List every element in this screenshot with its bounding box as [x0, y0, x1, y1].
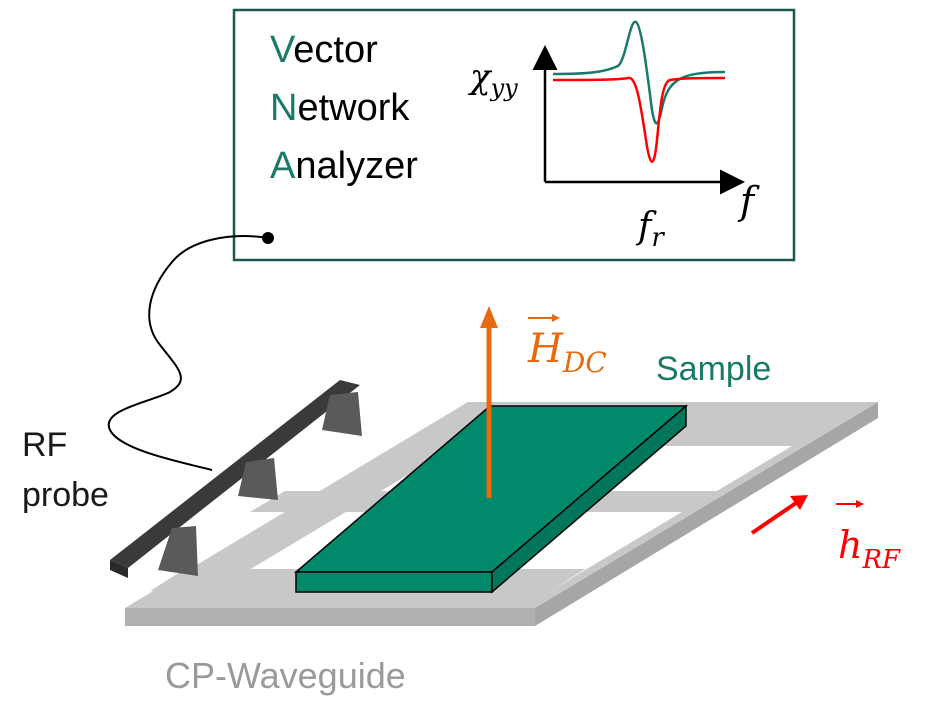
sample-front — [295, 571, 493, 593]
vna-rest-n: etwork — [297, 87, 410, 129]
h-dc-vector-mark-head — [552, 314, 560, 322]
y-axis-label: χyy — [468, 57, 518, 102]
h-rf-label: hRF — [838, 523, 901, 575]
cable — [107, 235, 269, 471]
waveguide-label: CP-Waveguide — [165, 655, 406, 696]
probe-tip-2 — [238, 458, 278, 500]
green-curve — [552, 20, 726, 125]
h-dc-arrow — [480, 306, 498, 498]
h-dc-label: HDC — [527, 326, 607, 379]
vna-rest-a: nalyzer — [295, 145, 418, 187]
vna-letter-a: A — [270, 145, 296, 187]
sample-label: Sample — [656, 350, 771, 388]
inset-plot: χyy f fr — [468, 20, 760, 253]
probe-cable — [107, 232, 274, 471]
vna-box — [232, 8, 796, 262]
rf-probe-label: RF probe — [22, 426, 109, 514]
rf-probe — [110, 380, 362, 578]
vna-title: Vector Network Analyzer — [270, 29, 420, 187]
sample-side — [491, 404, 687, 594]
waveguide-front-edge — [125, 608, 535, 626]
probe-tip-1 — [322, 392, 362, 436]
vna-rest-v: ector — [293, 29, 378, 71]
probe-bar-side — [110, 560, 128, 578]
probe-tip-3 — [158, 526, 198, 576]
waveguide-right-edge — [535, 402, 878, 626]
h-rf-vector-mark-head — [856, 500, 864, 508]
h-rf-arrow — [750, 495, 808, 535]
vna-letter-n: N — [270, 87, 297, 129]
red-curve — [552, 76, 726, 163]
vna-letter-v: V — [270, 29, 296, 71]
probe-bar-top — [110, 380, 360, 568]
